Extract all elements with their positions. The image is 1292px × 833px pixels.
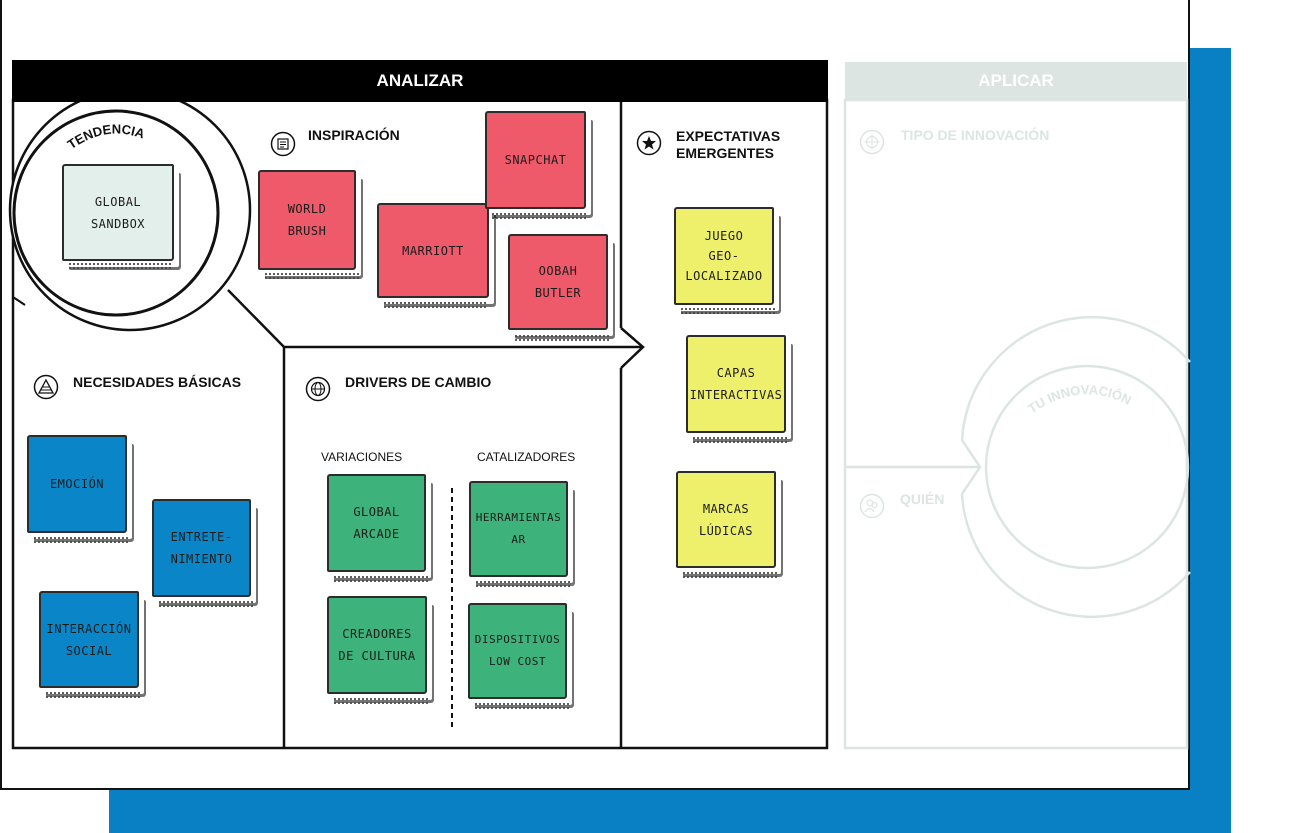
tu-innovacion-label: TU INNOVACIÓN [1025,382,1134,416]
sticky-note-expectativas[interactable]: MARCAS LÚDICAS [676,471,776,568]
sticky-note-necesidades[interactable]: ENTRETE- NIMIENTO [152,499,251,597]
note-shadow [333,697,429,704]
sticky-note-catalizadores[interactable]: DISPOSITIVOS LOW COST [468,603,567,699]
people-icon [859,493,885,519]
necesidades-label: NECESIDADES BÁSICAS [73,374,242,390]
note-shadow [682,571,778,578]
note-shadow [45,691,141,698]
analizar-header: ANALIZAR [12,60,828,102]
note-shadow [383,301,487,308]
inspiracion-label: INSPIRACIÓN [308,127,400,143]
note-shadow [680,307,776,314]
sticky-note-inspiracion[interactable]: SNAPCHAT [485,111,586,209]
frame-shadow-bottom [109,790,1231,833]
note-shadow [491,212,587,219]
note-shadow [514,334,610,341]
note-shadow [158,600,254,607]
sticky-note-variaciones[interactable]: CREADORES DE CULTURA [327,596,427,694]
sticky-note-inspiracion[interactable]: MARRIOTT [377,203,489,298]
pyramid-icon [33,374,59,400]
sticky-note-necesidades[interactable]: EMOCIÓN [27,435,127,533]
crosshair-icon [859,129,885,155]
catalizadores-label: CATALIZADORES [477,450,576,464]
star-icon [636,130,662,156]
frame-shadow-right [1188,48,1231,833]
note-shadow [475,580,571,587]
variaciones-label: VARIACIONES [321,450,403,464]
sticky-note-expectativas[interactable]: JUEGO GEO- LOCALIZADO [674,207,774,305]
tipo-innovacion-label: TIPO DE INNOVACIÓN [901,127,1050,143]
note-shadow [33,536,129,543]
aplicar-header: APLICAR [845,62,1187,100]
drivers-label: DRIVERS DE CAMBIO [345,374,492,390]
sticky-note-necesidades[interactable]: INTERACCIÓN SOCIAL [39,591,139,688]
sticky-note-inspiracion[interactable]: OOBAH BUTLER [508,234,608,330]
sticky-note-tendencia[interactable]: GLOBAL SANDBOX [62,164,174,261]
sticky-note-expectativas[interactable]: CAPAS INTERACTIVAS [686,335,786,433]
note-shadow [333,575,429,582]
sticky-note-catalizadores[interactable]: HERRAMIENTAS AR [469,481,568,577]
sticky-note-variaciones[interactable]: GLOBAL ARCADE [327,474,426,572]
expectativas-label: EXPECTATIVAS EMERGENTES [676,128,781,161]
quien-label: QUIÉN [900,491,945,507]
note-shadow [264,272,360,279]
note-shadow [692,436,788,443]
note-shadow [474,702,570,709]
sticky-note-inspiracion[interactable]: WORLD BRUSH [258,170,356,270]
note-shadow [68,262,172,269]
globe-icon [305,376,331,402]
newspaper-icon [270,131,296,157]
